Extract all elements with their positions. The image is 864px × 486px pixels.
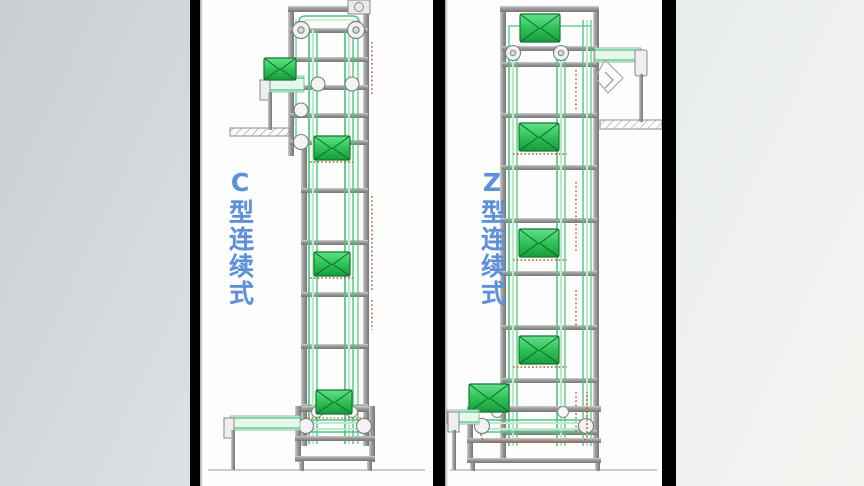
caption-c-type: C型连续式 xyxy=(225,168,255,307)
head-sprockets xyxy=(291,20,366,40)
frame-bar-middle xyxy=(433,0,445,486)
chain-strands xyxy=(295,15,360,444)
head-sprockets xyxy=(504,44,570,62)
tower-frame xyxy=(500,6,599,462)
carrier-box-bottom xyxy=(315,389,353,415)
carrier-box-level-4 xyxy=(310,251,354,279)
panel-c-type: C型连续式 xyxy=(200,0,433,486)
carrier-box-infeed xyxy=(263,57,297,81)
base-frame xyxy=(467,392,601,471)
frame-bar-right xyxy=(662,0,676,486)
z-type-diagram xyxy=(446,6,662,471)
mid-sprockets xyxy=(292,76,360,151)
carrier-box-level-2 xyxy=(310,135,354,163)
carrier-box-bottom xyxy=(468,383,510,413)
caption-z-type: Z型连续式 xyxy=(477,168,507,307)
c-type-diagram xyxy=(208,0,425,471)
carrier-box-top xyxy=(519,13,561,43)
infeed-conveyor xyxy=(594,47,662,130)
frame-bar-left xyxy=(190,0,200,486)
outfeed-conveyor xyxy=(446,409,480,470)
panel-z-type: Z型连续式 xyxy=(445,0,662,486)
outfeed-conveyor xyxy=(223,415,301,470)
carrier-box-level-6 xyxy=(513,335,567,368)
carrier-box-level-4 xyxy=(513,228,567,261)
carrier-box-level-2 xyxy=(513,122,567,155)
